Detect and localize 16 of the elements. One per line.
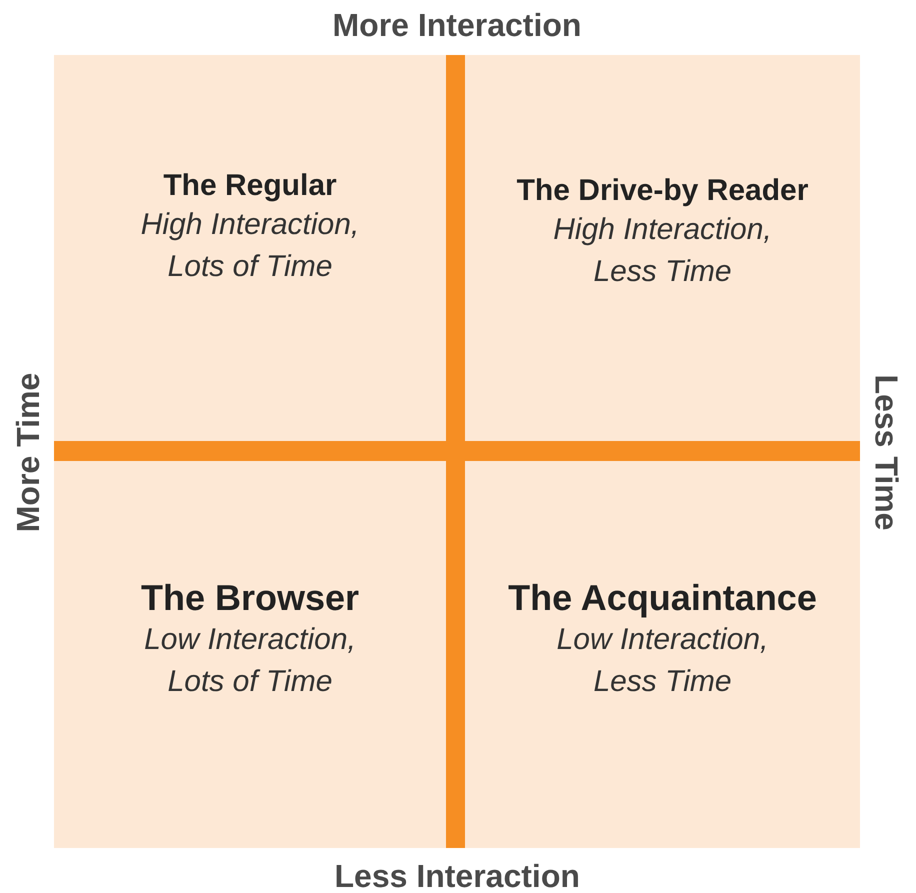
quadrant-description: High Interaction, Lots of Time xyxy=(140,207,360,285)
quadrant-description: Low Interaction, Less Time xyxy=(556,622,770,700)
quadrant-title: The Drive-by Reader xyxy=(516,173,808,209)
quadrant-description: Low Interaction, Lots of Time xyxy=(143,622,357,700)
quadrant-panel xyxy=(465,461,860,848)
axis-label: More Interaction xyxy=(332,6,582,44)
axis-label: More Time xyxy=(10,372,47,532)
quadrant-panel xyxy=(54,461,446,848)
quadrant-title: The Acquaintance xyxy=(508,576,817,620)
quadrant-description: High Interaction, Less Time xyxy=(552,212,773,290)
quadrant-panel xyxy=(465,55,860,441)
axis-label: Less Interaction xyxy=(334,858,580,893)
quadrant-title: The Regular xyxy=(163,168,337,204)
axis-label: Less Time xyxy=(867,374,904,530)
quadrant-panel xyxy=(54,55,446,441)
quadrant-title: The Browser xyxy=(140,576,360,620)
